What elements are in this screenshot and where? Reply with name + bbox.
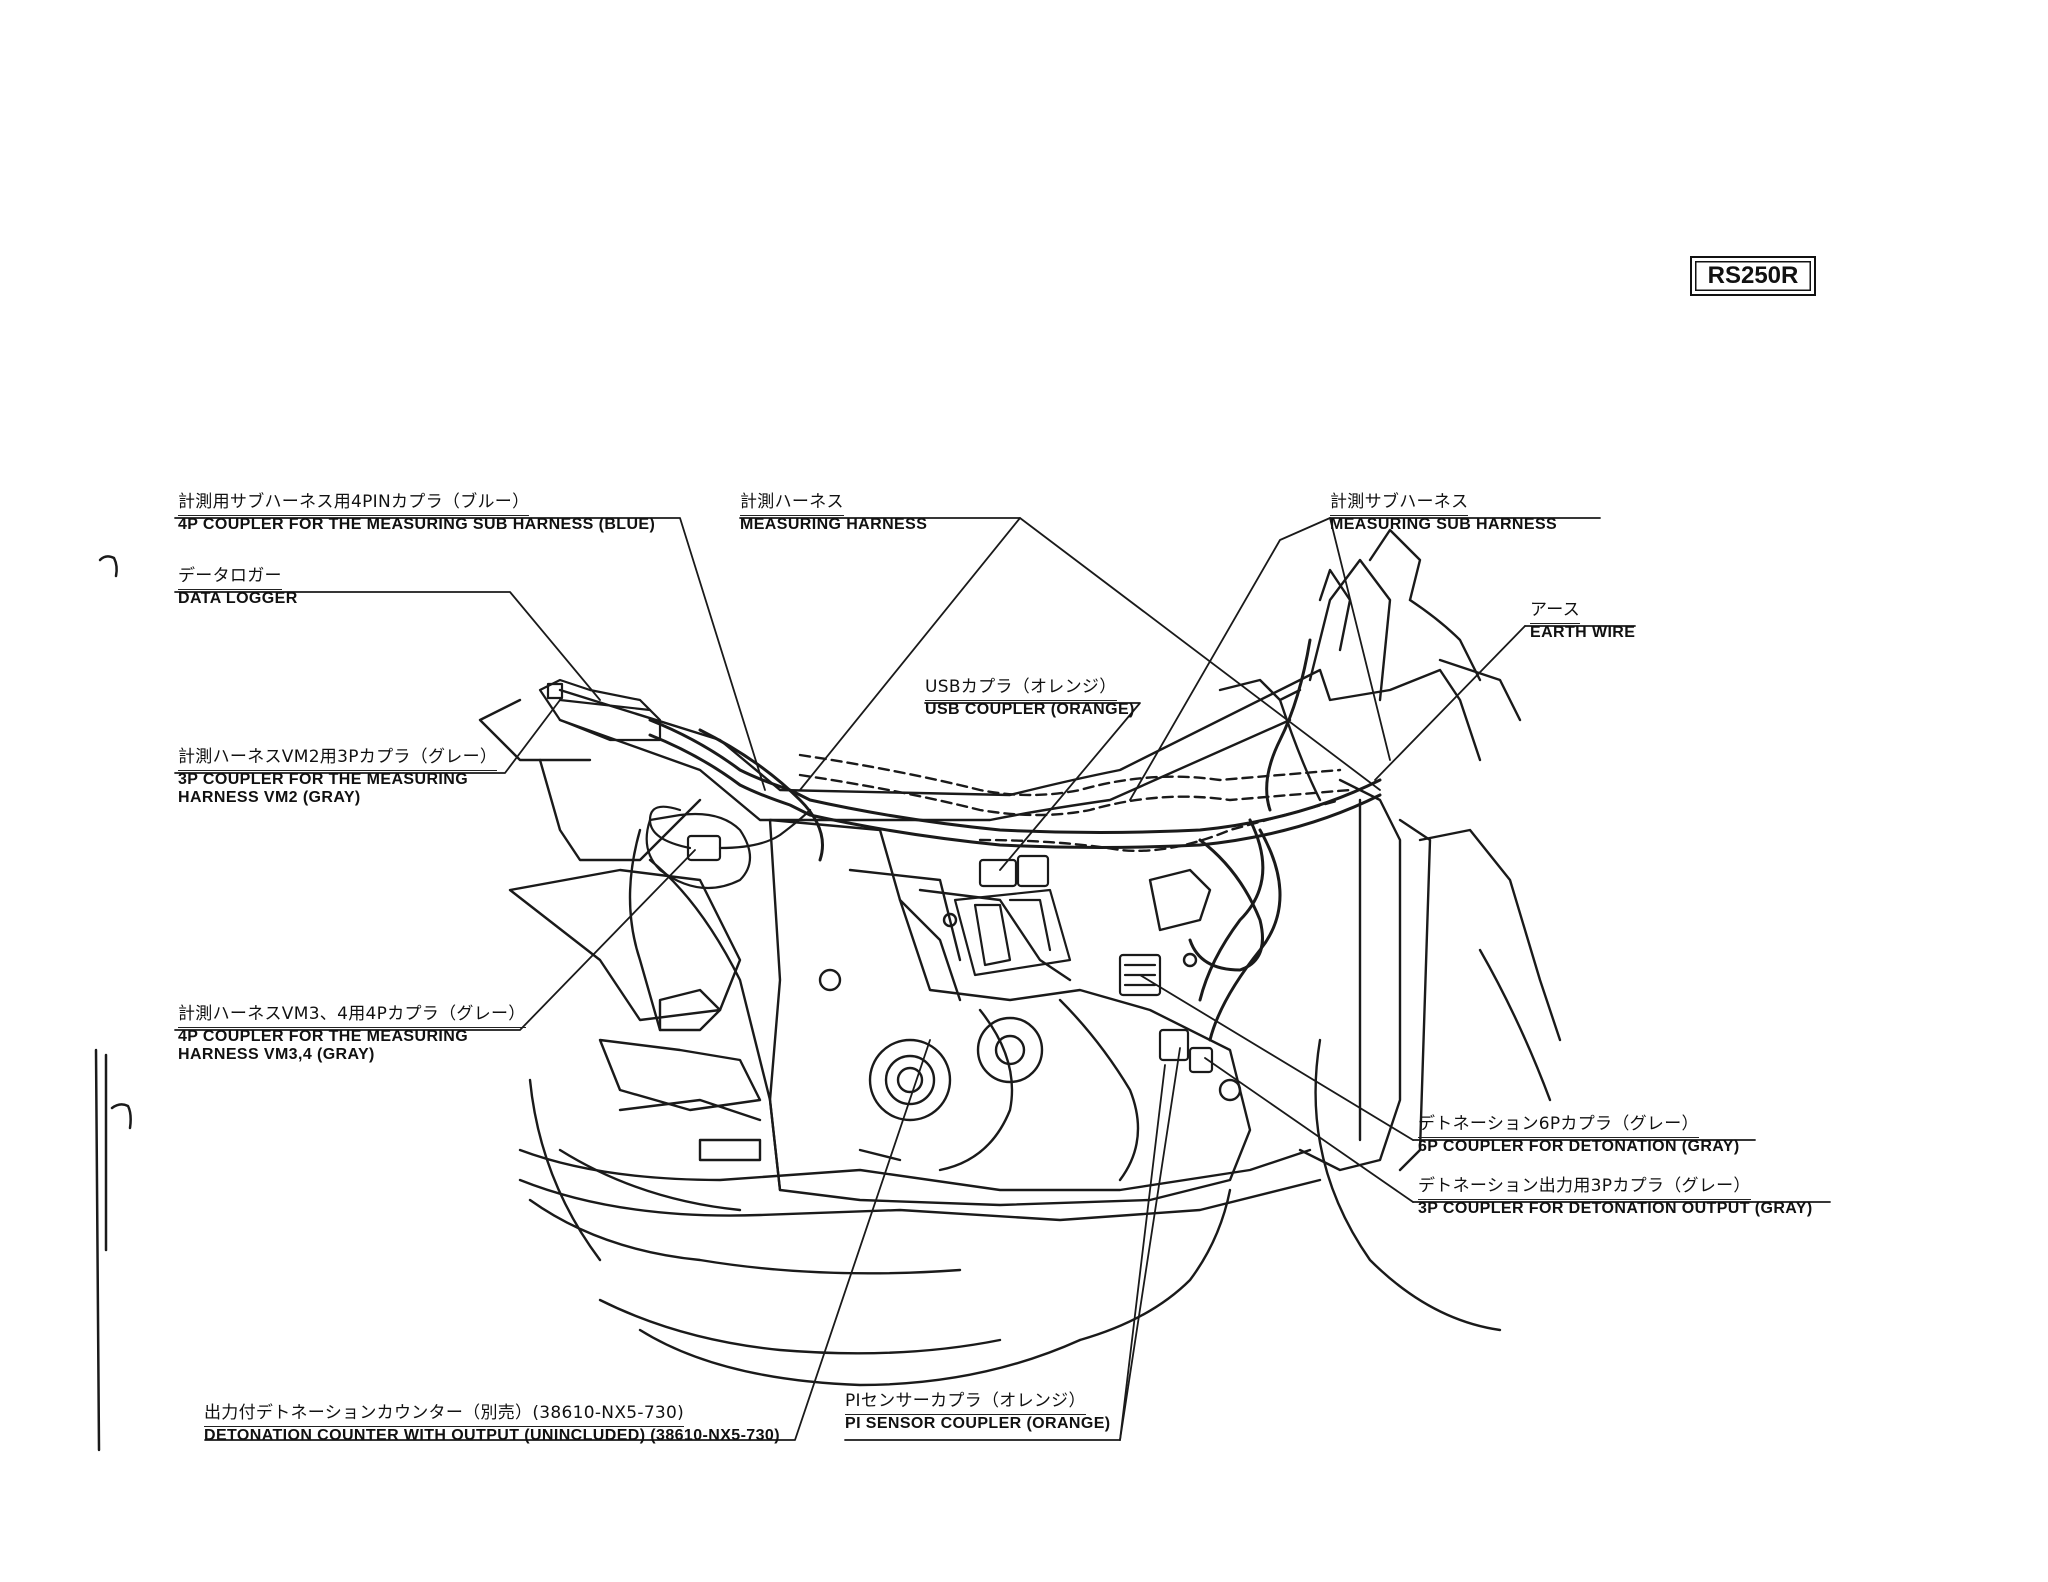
data-logger-unit <box>538 678 662 742</box>
callout-vm2-3p-coupler: 計測ハーネスVM2用3Pカプラ（グレー） 3P COUPLER FOR THE … <box>178 747 498 807</box>
callout-sub-harness-4p-coupler: 計測用サブハーネス用4PINカプラ（ブルー） 4P COUPLER FOR TH… <box>178 492 656 534</box>
callout-measuring-sub-harness: 計測サブハーネス MEASURING SUB HARNESS <box>1330 492 1558 534</box>
callout-en-line2: HARNESS VM2 (GRAY) <box>178 788 361 806</box>
callout-en: 6P COUPLER FOR DETONATION (GRAY) <box>1418 1137 1740 1155</box>
callout-en-line1: 4P COUPLER FOR THE MEASURING <box>178 1027 469 1045</box>
callout-measuring-harness: 計測ハーネス MEASURING HARNESS <box>740 492 928 534</box>
callout-en: 4P COUPLER FOR THE MEASURING SUB HARNESS… <box>178 515 656 533</box>
callout-pi-sensor-coupler: PIセンサーカプラ（オレンジ） PI SENSOR COUPLER (ORANG… <box>845 1391 1111 1433</box>
measuring-harness <box>648 638 1382 1042</box>
callout-en-line2: HARNESS VM3,4 (GRAY) <box>178 1045 375 1063</box>
callout-jp: データロガー <box>178 566 282 590</box>
callout-jp: デトネーション6Pカプラ（グレー） <box>1418 1114 1699 1138</box>
callout-jp: アース <box>1530 600 1581 624</box>
callout-jp: USBカプラ（オレンジ） <box>925 677 1117 701</box>
callout-en: 3P COUPLER FOR DETONATION OUTPUT (GRAY) <box>1418 1199 1813 1217</box>
callout-detonation-6p-coupler: デトネーション6Pカプラ（グレー） 6P COUPLER FOR DETONAT… <box>1418 1114 1740 1156</box>
callout-detonation-counter: 出力付デトネーションカウンター（別売）(38610-NX5-730) DETON… <box>204 1403 780 1445</box>
motorcycle-frame <box>478 528 1562 1387</box>
callout-en: DATA LOGGER <box>178 589 298 607</box>
model-badge: RS250R <box>1690 256 1816 296</box>
callout-data-logger: データロガー DATA LOGGER <box>178 566 298 608</box>
callout-en: USB COUPLER (ORANGE) <box>925 700 1135 718</box>
callout-usb-coupler: USBカプラ（オレンジ） USB COUPLER (ORANGE) <box>925 677 1135 719</box>
callout-en: MEASURING HARNESS <box>740 515 928 533</box>
callout-earth-wire: アース EARTH WIRE <box>1530 600 1636 642</box>
detonation-counter-box <box>953 888 1072 977</box>
leader-lines <box>174 517 1831 1441</box>
callout-jp: 計測ハーネスVM2用3Pカプラ（グレー） <box>178 747 498 771</box>
callout-vm34-4p-coupler: 計測ハーネスVM3、4用4Pカプラ（グレー） 4P COUPLER FOR TH… <box>178 1004 526 1064</box>
callout-jp: 計測ハーネスVM3、4用4Pカプラ（グレー） <box>178 1004 526 1028</box>
callout-en: MEASURING SUB HARNESS <box>1330 515 1558 533</box>
pi-sensor-coupler <box>1158 1028 1214 1074</box>
callout-jp: PIセンサーカプラ（オレンジ） <box>845 1391 1086 1415</box>
callout-detonation-output-3p-coupler: デトネーション出力用3Pカプラ（グレー） 3P COUPLER FOR DETO… <box>1418 1176 1813 1218</box>
callout-jp: 計測ハーネス <box>740 492 844 516</box>
usb-coupler <box>978 854 1050 888</box>
callout-jp: デトネーション出力用3Pカプラ（グレー） <box>1418 1176 1751 1200</box>
callout-jp: 計測用サブハーネス用4PINカプラ（ブルー） <box>178 492 530 516</box>
vm34-coupler-housing <box>645 812 752 890</box>
callout-en-line1: 3P COUPLER FOR THE MEASURING <box>178 770 469 788</box>
callout-jp: 出力付デトネーションカウンター（別売）(38610-NX5-730) <box>204 1403 685 1427</box>
callout-jp: 計測サブハーネス <box>1330 492 1469 516</box>
scan-artifacts <box>94 555 132 1452</box>
callout-en: PI SENSOR COUPLER (ORANGE) <box>845 1414 1111 1432</box>
callout-en: DETONATION COUNTER WITH OUTPUT (UNINCLUD… <box>204 1426 780 1444</box>
vm2-coupler <box>648 805 812 862</box>
callout-en: EARTH WIRE <box>1530 623 1636 641</box>
